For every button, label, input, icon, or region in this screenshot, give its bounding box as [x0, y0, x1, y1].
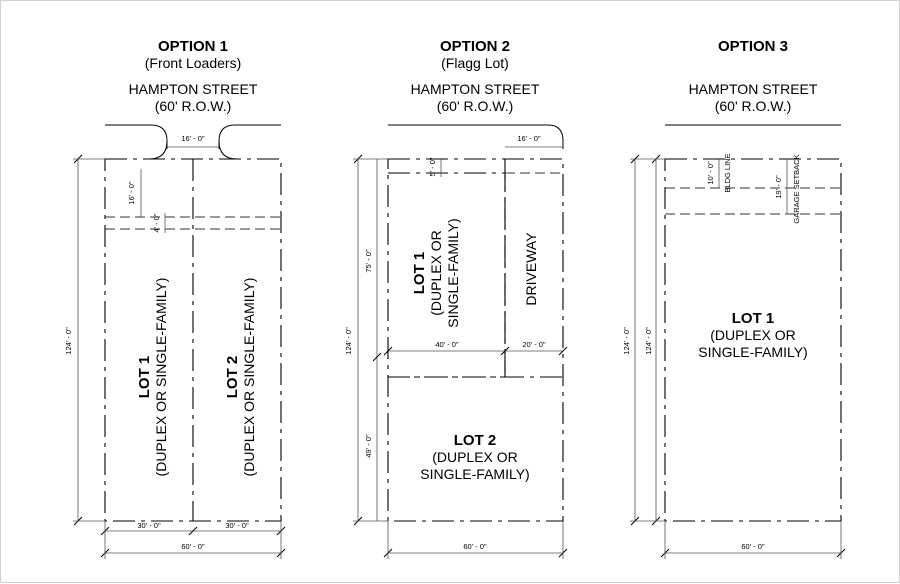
option-2-total-width-dim: 60' - 0" [463, 542, 487, 551]
option-3-property-outline [664, 158, 842, 522]
option-2-setback-dim: 5' - 0" [428, 157, 437, 176]
option-1-lot-2-label: LOT 2 (DUPLEX OR SINGLE-FAMILY) [224, 278, 257, 477]
option-1-lot-2-name: LOT 2 [224, 356, 241, 399]
option-1-lot-2-use: (DUPLEX OR SINGLE-FAMILY) [241, 278, 257, 477]
option-2-lot-1-use-2: SINGLE-FAMILY) [445, 218, 461, 327]
option-2-street: HAMPTON STREET [411, 81, 540, 97]
option-1-lot-1-name: LOT 1 [136, 356, 153, 399]
option-3-inner-depth-dim: 124' - 0" [644, 327, 653, 355]
option-1-street: HAMPTON STREET [129, 81, 258, 97]
option-1-strip-dim: 4' - 0" [152, 213, 161, 232]
option-1-row: (60' R.O.W.) [155, 98, 232, 114]
option-2-lot-1-label: LOT 1 (DUPLEX OR SINGLE-FAMILY) [411, 218, 461, 327]
option-2-subtitle: (Flagg Lot) [441, 55, 509, 71]
option-3-total-width-dim: 60' - 0" [741, 542, 765, 551]
option-3-lot-1-use-2: SINGLE-FAMILY) [698, 344, 807, 360]
option-2-row: (60' R.O.W.) [437, 98, 514, 114]
option-3: OPTION 3 HAMPTON STREET (60' R.O.W.) 10'… [622, 38, 846, 559]
option-1-lot-1-label: LOT 1 (DUPLEX OR SINGLE-FAMILY) [136, 278, 169, 477]
option-1-lot-2-width-dim: 30' - 0" [225, 521, 249, 530]
option-1-lot-1-use: (DUPLEX OR SINGLE-FAMILY) [153, 278, 169, 477]
option-2-lot-1-use-1: (DUPLEX OR [428, 230, 444, 316]
option-3-lot-1-use-1: (DUPLEX OR [710, 327, 796, 343]
option-2-title: OPTION 2 [440, 38, 510, 55]
option-2-property-outline [387, 158, 564, 522]
option-1-title: OPTION 1 [158, 38, 228, 55]
option-2-lot-1-width-dim: 40' - 0" [435, 340, 459, 349]
option-2-driveway-label: DRIVEWAY [523, 232, 539, 306]
option-2-drive-strip-dim: 20' - 0" [522, 340, 546, 349]
option-1-driveway-dim: 16' - 0" [181, 134, 205, 143]
option-3-title: OPTION 3 [718, 38, 788, 55]
option-1-flares [148, 140, 238, 160]
option-2-driveway-dim: 16' - 0" [517, 134, 541, 143]
option-2-lot-2-depth-dim: 49' - 0" [364, 434, 373, 458]
option-2-depth-dim: 124' - 0" [344, 327, 353, 355]
option-1-lot-1-width-dim: 30' - 0" [137, 521, 161, 530]
option-3-garage-setback-dim: 19' - 0" [774, 175, 783, 199]
option-3-row: (60' R.O.W.) [715, 98, 792, 114]
option-3-lot-1-name: LOT 1 [732, 310, 775, 327]
option-2-lot-2-name: LOT 2 [454, 432, 497, 449]
option-2-lot-1-name: LOT 1 [411, 252, 428, 295]
option-3-garage-setback-label: GARAGE SETBACK [792, 154, 801, 223]
option-2-lot-2-use-1: (DUPLEX OR [432, 449, 518, 465]
option-1-total-width-dim: 60' - 0" [181, 542, 205, 551]
option-3-bldg-line-label: BLDG LINE [723, 153, 732, 192]
option-2: OPTION 2 (Flagg Lot) HAMPTON STREET (60'… [344, 38, 568, 559]
option-2-curb-line [388, 124, 564, 149]
option-3-street: HAMPTON STREET [689, 81, 818, 97]
option-1-subtitle: (Front Loaders) [145, 55, 241, 71]
option-2-lot-2-use-2: SINGLE-FAMILY) [420, 466, 529, 482]
option-3-outer-depth-dim: 124' - 0" [622, 327, 631, 355]
option-1-setback-dim: 16' - 0" [127, 181, 136, 205]
option-1: OPTION 1 (Front Loaders) HAMPTON STREET … [64, 38, 286, 559]
option-3-bldg-setback-dim: 10' - 0" [706, 161, 715, 185]
option-1-curb-line [105, 124, 281, 149]
option-1-depth-dim: 124' - 0" [64, 327, 73, 355]
option-2-lot-1-depth-dim: 75' - 0" [364, 249, 373, 273]
